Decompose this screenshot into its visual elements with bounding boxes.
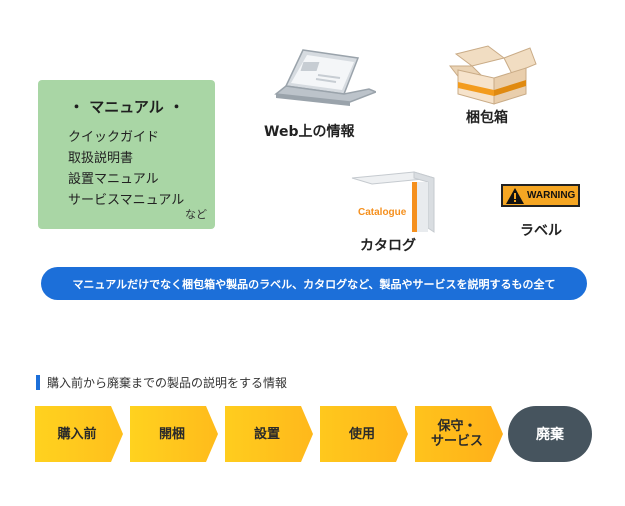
warning-sign: WARNING bbox=[501, 184, 580, 207]
catalog-label: カタログ bbox=[360, 238, 416, 254]
web-info-label: Web上の情報 bbox=[264, 124, 355, 140]
step-disposal: 廃棄 bbox=[508, 406, 592, 462]
step-label: 購入前 bbox=[57, 426, 97, 442]
manual-card-title: ・ マニュアル ・ bbox=[69, 98, 184, 116]
laptop-icon bbox=[272, 48, 378, 110]
step-label: 設置 bbox=[253, 426, 280, 442]
warning-triangle-icon bbox=[506, 187, 524, 204]
warning-sign-text: WARNING bbox=[527, 190, 576, 201]
cardboard-box-icon bbox=[448, 44, 538, 106]
step-label: 開梱 bbox=[158, 426, 185, 442]
step-label: 使用 bbox=[348, 426, 375, 442]
manual-item-service: サービスマニュアル bbox=[68, 193, 185, 208]
manual-card: ・ マニュアル ・ クイックガイド 取扱説明書 設置マニュアル サービスマニュア… bbox=[38, 80, 215, 229]
manual-item-quick-guide: クイックガイド bbox=[68, 130, 160, 145]
box-label: 梱包箱 bbox=[466, 110, 508, 126]
step-label: 保守・ サービス bbox=[430, 419, 483, 449]
step-installation: 設置 bbox=[225, 406, 313, 462]
summary-banner: マニュアルだけでなく梱包箱や製品のラベル、カタログなど、製品やサービスを説明する… bbox=[41, 267, 587, 300]
step-usage: 使用 bbox=[320, 406, 408, 462]
manual-card-suffix: など bbox=[185, 208, 207, 221]
section-accent-bar bbox=[36, 374, 40, 390]
manual-item-installation: 設置マニュアル bbox=[68, 172, 159, 187]
manual-card-list: クイックガイド 取扱説明書 設置マニュアル サービスマニュアル bbox=[68, 127, 184, 211]
step-before-purchase: 購入前 bbox=[35, 406, 123, 462]
lifecycle-title-text: 購入前から廃棄までの製品の説明をする情報 bbox=[47, 375, 288, 390]
lifecycle-section-title: 購入前から廃棄までの製品の説明をする情報 bbox=[36, 374, 287, 390]
catalog-cover-text: Catalogue bbox=[358, 207, 407, 218]
step-maintenance-service: 保守・ サービス bbox=[415, 406, 503, 462]
warning-label-caption: ラベル bbox=[520, 223, 562, 239]
manual-item-instruction: 取扱説明書 bbox=[68, 151, 134, 166]
catalog-icon: Catalogue bbox=[348, 168, 438, 234]
step-unpacking: 開梱 bbox=[130, 406, 218, 462]
